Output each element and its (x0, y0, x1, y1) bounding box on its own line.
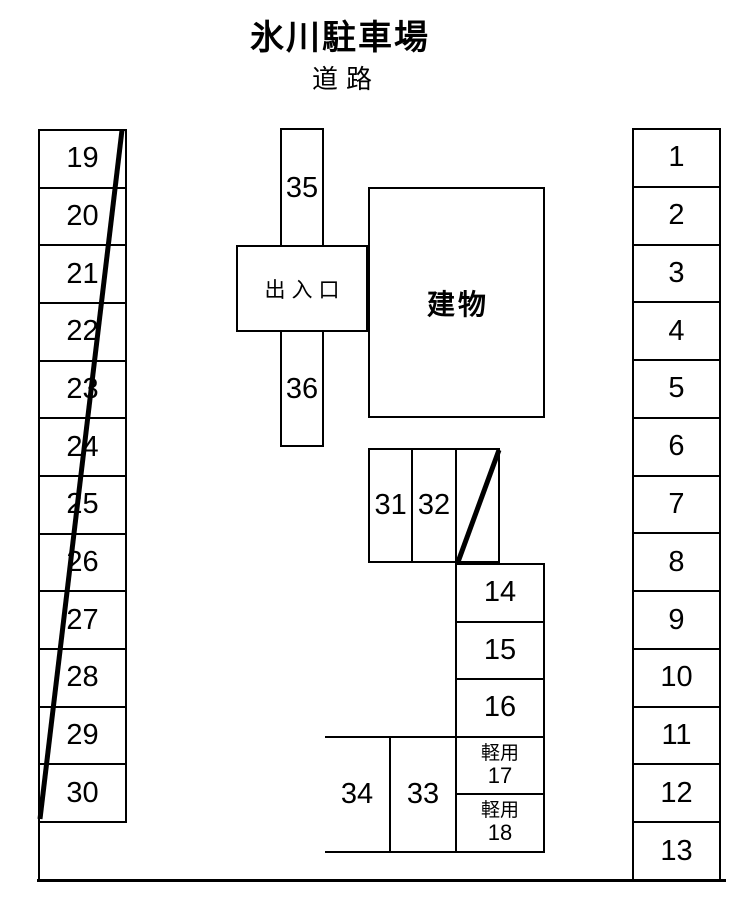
bottom-boundary-line (37, 879, 726, 882)
parking-space-27: 27 (40, 592, 125, 651)
parking-space-26: 26 (40, 535, 125, 593)
parking-space-5: 5 (634, 361, 719, 419)
bottom-parking-row: 34 33 (325, 736, 455, 853)
parking-space-28: 28 (40, 650, 125, 708)
parking-space-17-light: 軽用 17 (457, 738, 543, 796)
parking-space-11: 11 (634, 708, 719, 766)
blocked-cell (457, 450, 498, 561)
middle-parking-row: 31 32 (368, 448, 500, 563)
parking-space-19: 19 (40, 131, 125, 189)
parking-space-22: 22 (40, 304, 125, 362)
parking-space-7: 7 (634, 477, 719, 535)
light-vehicle-tag: 軽用 (480, 742, 519, 764)
parking-space-29: 29 (40, 708, 125, 766)
right-parking-column: 1 2 3 4 5 6 7 8 9 10 11 12 13 (632, 128, 721, 881)
light-vehicle-tag: 軽用 (480, 800, 519, 822)
entrance-box: 出入口 (236, 245, 368, 332)
parking-space-6: 6 (634, 419, 719, 477)
left-boundary-line (38, 822, 40, 880)
left-parking-column: 19 20 21 22 23 24 25 26 27 28 29 30 (38, 129, 127, 823)
parking-space-8: 8 (634, 534, 719, 593)
parking-space-3: 3 (634, 246, 719, 304)
parking-space-20: 20 (40, 189, 125, 247)
parking-space-34: 34 (325, 738, 391, 851)
parking-space-18-light: 軽用 18 (457, 795, 543, 851)
parking-space-12: 12 (634, 765, 719, 824)
parking-space-15: 15 (457, 623, 543, 681)
parking-space-33: 33 (406, 778, 440, 810)
parking-space-10: 10 (634, 650, 719, 708)
parking-space-24: 24 (40, 419, 125, 478)
parking-space-31: 31 (370, 450, 414, 561)
parking-space-14: 14 (457, 565, 543, 623)
parking-space-13: 13 (660, 834, 693, 867)
parking-space-9: 9 (634, 592, 719, 650)
parking-space-1: 1 (634, 130, 719, 188)
building-box: 建物 (368, 187, 545, 418)
parking-space-23: 23 (40, 362, 125, 420)
parking-space-2: 2 (634, 188, 719, 246)
page-title: 氷川駐車場 (250, 19, 430, 57)
parking-space-16: 16 (457, 680, 543, 738)
light-vehicle-number: 17 (487, 762, 513, 788)
parking-space-21: 21 (40, 246, 125, 305)
parking-space-35: 35 (285, 172, 319, 204)
parking-space-25: 25 (40, 477, 125, 535)
parking-space-4: 4 (634, 303, 719, 362)
parking-space-36: 36 (285, 372, 319, 405)
parking-space-32: 32 (413, 450, 457, 561)
mid-parking-column: 14 15 16 軽用 17 軽用 18 (455, 563, 545, 853)
road-label: 道路 (311, 64, 380, 94)
parking-space-30: 30 (66, 776, 99, 809)
light-vehicle-number: 18 (487, 820, 513, 846)
